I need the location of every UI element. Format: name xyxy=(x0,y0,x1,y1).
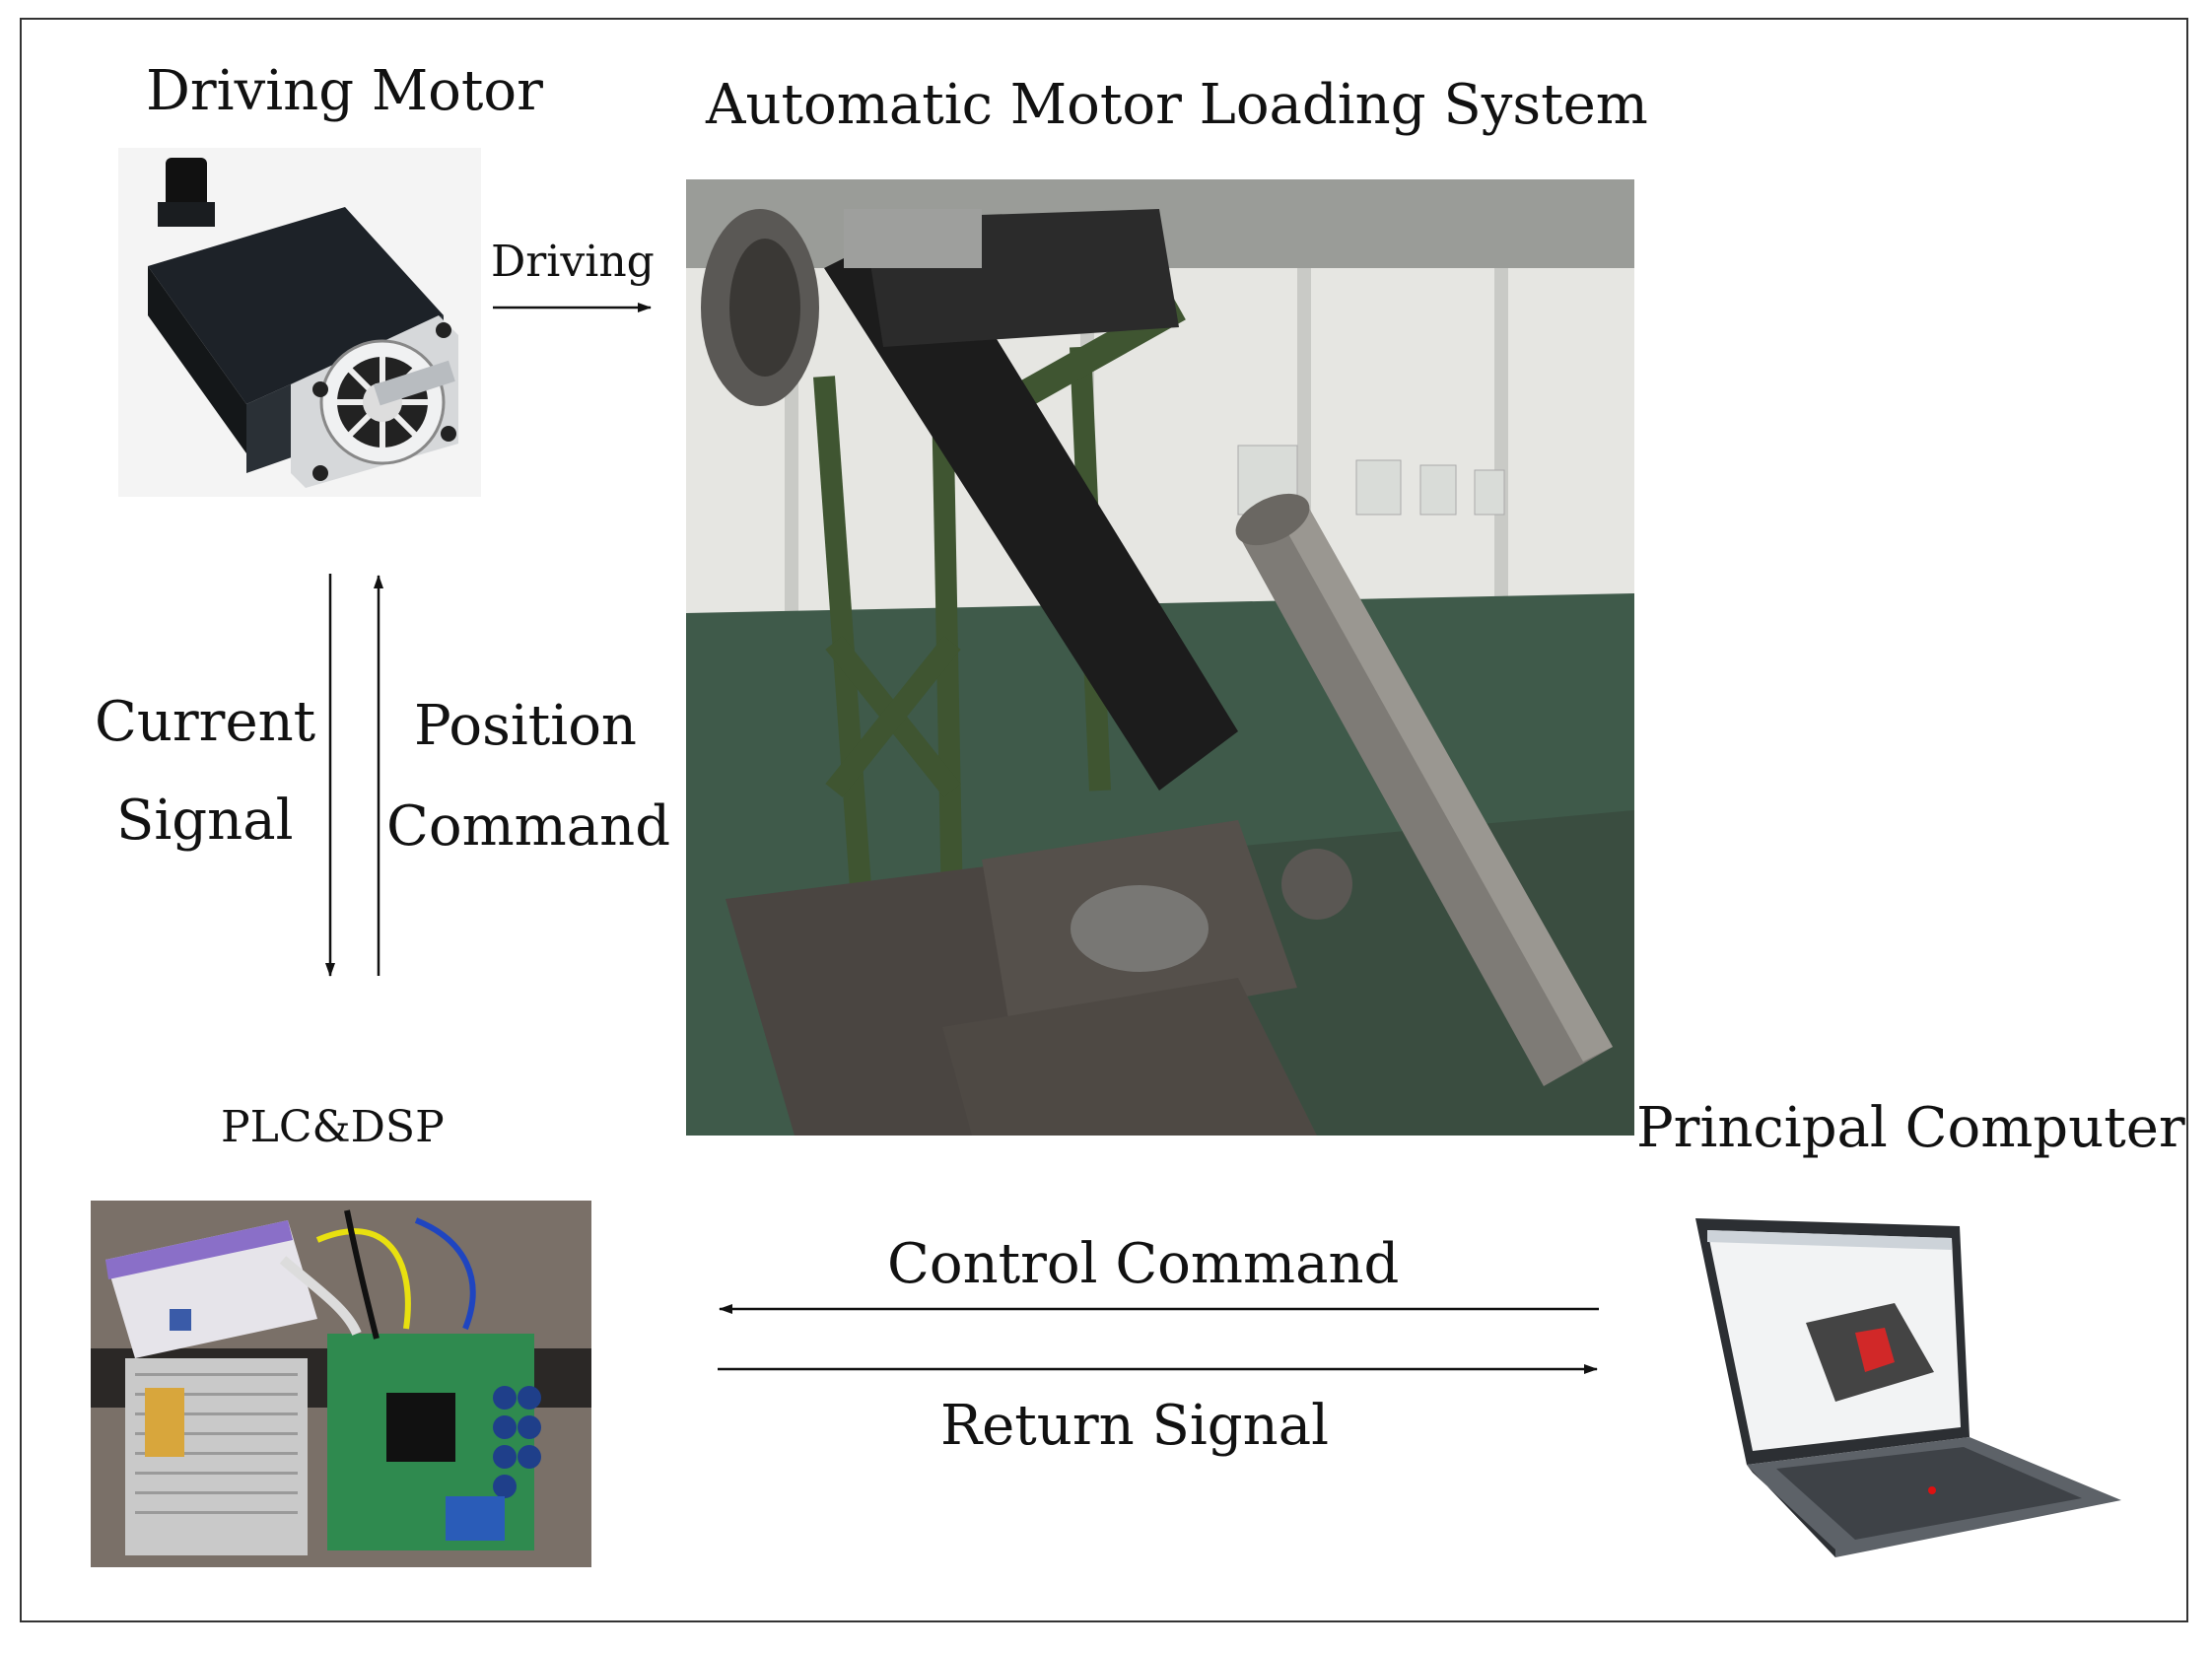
loading-system-title: Automatic Motor Loading System xyxy=(706,73,1648,137)
position-command-label-line1: Position xyxy=(414,694,637,758)
laptop-photo xyxy=(1688,1214,2125,1559)
controller-board-photo xyxy=(91,1201,591,1567)
driving-label: Driving xyxy=(491,237,655,287)
motor-photo xyxy=(118,148,481,497)
control-command-label: Control Command xyxy=(887,1232,1400,1296)
current-signal-label-line2: Signal xyxy=(116,789,294,853)
position-command-label-line2: Command xyxy=(386,794,671,859)
plc-dsp-label: PLC&DSP xyxy=(221,1102,445,1152)
current-signal-label-line1: Current xyxy=(95,690,316,754)
loading-rig-photo xyxy=(686,179,1634,1136)
driving-motor-title: Driving Motor xyxy=(146,59,543,123)
diagram-frame xyxy=(20,18,2188,1622)
principal-computer-label: Principal Computer xyxy=(1636,1096,2185,1160)
return-signal-label: Return Signal xyxy=(940,1394,1329,1458)
